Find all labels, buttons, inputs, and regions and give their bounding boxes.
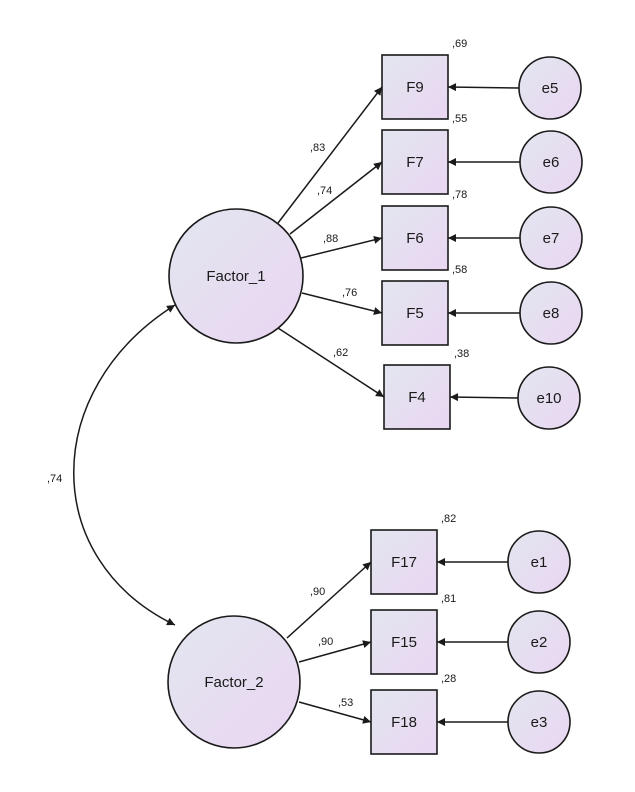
indicator-f9[interactable]: F9 — [381, 54, 449, 120]
error-circle — [507, 610, 571, 674]
loading-path-f7 — [289, 161, 383, 235]
covariance-label: ,74 — [47, 473, 62, 485]
indicator-label: F6 — [406, 230, 424, 247]
factor-label: Factor_1 — [206, 268, 265, 285]
error-term-e1[interactable]: e1 — [507, 530, 571, 594]
error-label: e3 — [531, 714, 548, 731]
loading-path-f15 — [298, 640, 372, 663]
error-circle — [507, 690, 571, 754]
loading-label-f17: ,90 — [310, 586, 325, 598]
loading-label-f7: ,74 — [317, 185, 332, 197]
error-term-e8[interactable]: e8 — [519, 281, 583, 345]
factor-circle — [168, 208, 304, 344]
error-term-e7[interactable]: e7 — [519, 206, 583, 270]
indicator-f4[interactable]: F4 — [383, 364, 451, 430]
r-squared-label-f15: ,81 — [441, 593, 456, 605]
error-label: e7 — [543, 230, 560, 247]
loading-path-f17 — [286, 561, 372, 639]
labels-layer: ,74 ,83 ,69 ,74 ,55 ,88 ,78 ,76 ,58 ,62 ,38 ,90 ,82,… — [47, 38, 469, 709]
error-circle — [519, 206, 583, 270]
error-path-e10 — [449, 393, 519, 402]
error-label: e5 — [542, 80, 559, 97]
indicator-f6[interactable]: F6 — [381, 205, 449, 271]
indicator-label: F18 — [391, 714, 417, 731]
error-circle — [517, 366, 581, 430]
error-circle — [519, 281, 583, 345]
r-squared-label-f18: ,28 — [441, 673, 456, 685]
r-squared-label-f4: ,38 — [454, 348, 469, 360]
indicator-box — [383, 364, 451, 430]
loading-path-f4 — [277, 327, 385, 398]
error-label: e1 — [531, 554, 548, 571]
indicator-label: F5 — [406, 305, 424, 322]
error-term-e2[interactable]: e2 — [507, 610, 571, 674]
loading-path-f18 — [298, 701, 372, 724]
indicator-box — [370, 689, 438, 755]
covariance-arc — [73, 304, 176, 626]
indicator-f7[interactable]: F7 — [381, 129, 449, 195]
loading-label-f4: ,62 — [333, 347, 348, 359]
edges-layer — [73, 83, 520, 726]
loading-label-f9: ,83 — [310, 142, 325, 154]
indicator-label: F17 — [391, 554, 417, 571]
indicator-label: F4 — [408, 389, 426, 406]
loading-label-f18: ,53 — [338, 697, 353, 709]
factor-circle — [167, 615, 301, 749]
loading-label-f5: ,76 — [342, 287, 357, 299]
error-label: e8 — [543, 305, 560, 322]
error-term-e3[interactable]: e3 — [507, 690, 571, 754]
loading-path-f6 — [300, 236, 383, 259]
error-label: e10 — [536, 390, 561, 407]
error-label: e2 — [531, 634, 548, 651]
r-squared-label-f9: ,69 — [452, 38, 467, 50]
r-squared-label-f5: ,58 — [452, 264, 467, 276]
indicator-label: F7 — [406, 154, 424, 171]
error-term-e5[interactable]: e5 — [518, 56, 582, 120]
error-circle — [507, 530, 571, 594]
r-squared-label-f7: ,55 — [452, 113, 467, 125]
loading-path-f5 — [301, 292, 383, 315]
error-path-e5 — [447, 83, 520, 92]
indicator-box — [381, 205, 449, 271]
factor-label: Factor_2 — [204, 674, 263, 691]
indicator-label: F9 — [406, 79, 424, 96]
r-squared-label-f6: ,78 — [452, 189, 467, 201]
latent-factor-factor-1[interactable]: Factor_1 — [168, 208, 304, 344]
indicator-label: F15 — [391, 634, 417, 651]
loading-label-f15: ,90 — [318, 636, 333, 648]
loading-label-f6: ,88 — [323, 233, 338, 245]
r-squared-label-f17: ,82 — [441, 513, 456, 525]
error-circle — [518, 56, 582, 120]
indicator-f5[interactable]: F5 — [381, 280, 449, 346]
indicator-box — [381, 129, 449, 195]
indicator-box — [370, 529, 438, 595]
latent-factor-factor-2[interactable]: Factor_2 — [167, 615, 301, 749]
indicator-f15[interactable]: F15 — [370, 609, 438, 675]
indicator-f17[interactable]: F17 — [370, 529, 438, 595]
indicator-box — [370, 609, 438, 675]
error-term-e10[interactable]: e10 — [517, 366, 581, 430]
loading-path-f9 — [277, 86, 383, 224]
error-circle — [519, 130, 583, 194]
indicator-f18[interactable]: F18 — [370, 689, 438, 755]
error-term-e6[interactable]: e6 — [519, 130, 583, 194]
indicator-box — [381, 280, 449, 346]
error-label: e6 — [543, 154, 560, 171]
indicator-box — [381, 54, 449, 120]
